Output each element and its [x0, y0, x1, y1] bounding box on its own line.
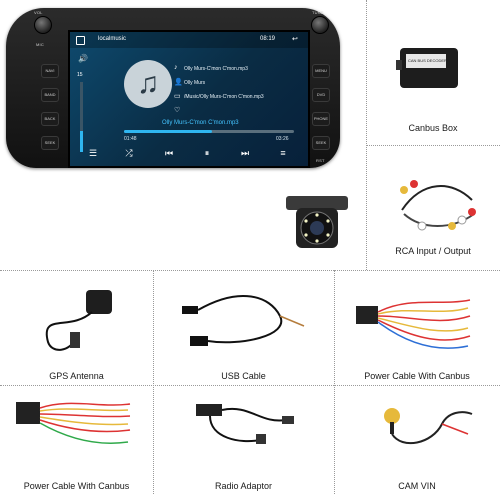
- power-cable-caption-2: Power Cable With Canbus: [23, 481, 130, 491]
- status-bar: localmusic 08:19 ↩: [70, 32, 308, 48]
- power-cable-caption-1: Power Cable With Canbus: [364, 371, 470, 381]
- canbus-label: CAN BUS DECODER: [408, 58, 447, 63]
- volume-slider[interactable]: [80, 82, 83, 152]
- dvd-button[interactable]: DVD: [312, 88, 330, 102]
- canbus-box-caption: Canbus Box: [408, 123, 458, 133]
- seek-right-button[interactable]: SEEK: [312, 136, 330, 150]
- shuffle-icon[interactable]: ⤮: [125, 148, 133, 158]
- power-cable-image: [356, 299, 471, 349]
- progress-fill: [124, 130, 213, 133]
- folder-icon: ▭: [174, 93, 181, 100]
- display-screen: localmusic 08:19 ↩ 🔊 15 ♫ ♪ Olly Murs-C'…: [68, 30, 310, 168]
- back-arrow-icon[interactable]: ↩: [292, 36, 298, 43]
- equalizer-icon[interactable]: ≡: [280, 148, 286, 158]
- radio-adaptor-image: [196, 404, 294, 444]
- head-unit: VOL MIC NAVI BAND BACK SEEK TUNE MENU DV…: [6, 8, 340, 168]
- clock: 08:19: [260, 36, 276, 42]
- usb-cable-image: [182, 295, 305, 346]
- gps-antenna-image: [45, 290, 112, 351]
- now-playing-title: Olly Murs-C'mon C'mon.mp3: [162, 120, 239, 126]
- file-path: /Music/Olly Murs-C'mon C'mon.mp3: [184, 94, 264, 100]
- cam-vin-image: [384, 408, 473, 444]
- seek-left-button[interactable]: SEEK: [41, 136, 59, 150]
- radio-adaptor-caption: Radio Adaptor: [214, 481, 273, 491]
- gps-caption: GPS Antenna: [49, 371, 104, 381]
- canbus-box-image: CAN BUS DECODER: [396, 48, 458, 88]
- rca-cable-image: [400, 180, 476, 231]
- divider: [153, 270, 154, 494]
- divider: [366, 145, 500, 146]
- navi-button[interactable]: NAVI: [41, 64, 59, 78]
- usb-caption: USB Cable: [221, 371, 266, 381]
- volume-knob[interactable]: [34, 16, 52, 34]
- artist-icon: 👤: [174, 79, 183, 86]
- rca-caption: RCA Input / Output: [395, 246, 471, 256]
- band-button[interactable]: BAND: [41, 88, 59, 102]
- volume-slider-fill: [80, 131, 83, 152]
- menu-button[interactable]: MENU: [312, 64, 330, 78]
- back-button[interactable]: BACK: [41, 112, 59, 126]
- vol-label: VOL: [34, 10, 43, 15]
- progress-bar[interactable]: [124, 130, 294, 133]
- cam-vin-caption: CAM VIN: [398, 481, 436, 491]
- volume-value: 15: [77, 72, 83, 78]
- phone-button[interactable]: PHONE: [312, 112, 330, 126]
- next-icon[interactable]: ⏭: [240, 148, 250, 158]
- track-icon: ♪: [174, 64, 178, 71]
- divider: [0, 270, 500, 271]
- rst-label: RST: [316, 158, 325, 163]
- playlist-icon[interactable]: ☰: [88, 148, 98, 158]
- mic-label: MIC: [36, 42, 44, 47]
- divider: [366, 0, 367, 270]
- pause-icon[interactable]: ⏸: [204, 148, 210, 158]
- speaker-icon: 🔊: [78, 54, 88, 63]
- previous-icon[interactable]: ⏮: [164, 148, 174, 158]
- tune-knob[interactable]: [311, 16, 329, 34]
- tune-label: TUNE: [312, 10, 324, 15]
- power-cable-canbus-image: [16, 402, 131, 444]
- source-title: localmusic: [98, 36, 127, 42]
- home-icon[interactable]: [76, 36, 85, 45]
- music-note-icon: ♫: [124, 60, 172, 108]
- track-title: Olly Murs-C'mon C'mon.mp3: [184, 66, 248, 72]
- heart-icon[interactable]: ♡: [174, 107, 181, 114]
- total-time: 03:26: [276, 136, 289, 142]
- artist-name: Olly Murs: [184, 80, 206, 86]
- divider: [334, 270, 335, 494]
- elapsed-time: 01:48: [124, 136, 137, 142]
- backup-camera-image: [286, 196, 348, 248]
- divider: [0, 385, 500, 386]
